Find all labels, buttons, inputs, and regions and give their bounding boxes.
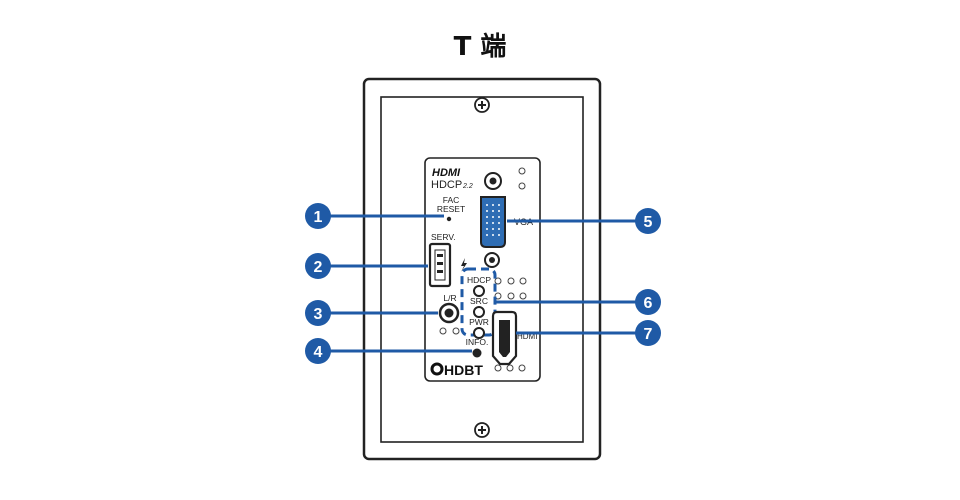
fac-reset-label: FAC <box>443 195 460 205</box>
callout-badge-4: 4 <box>305 338 331 364</box>
hdbaset-logo: HDBT <box>430 362 483 378</box>
svg-text:4: 4 <box>314 344 323 361</box>
callout-badge-6: 6 <box>635 289 661 315</box>
fac-reset-button[interactable] <box>446 216 452 222</box>
screw-bottom-icon <box>474 422 490 438</box>
hdcp-version: 2.2 <box>462 183 473 190</box>
fac-reset-label: RESET <box>437 204 465 214</box>
hdcp-logo: HDCP <box>431 179 462 191</box>
lr-label: L/R <box>443 293 456 303</box>
vent-holes <box>439 277 527 372</box>
svg-text:HDBT: HDBT <box>444 362 483 378</box>
info-label: INFO. <box>466 337 489 347</box>
callout-badge-7: 7 <box>635 320 661 346</box>
callout-badge-1: 1 <box>305 203 331 229</box>
svg-text:6: 6 <box>644 295 653 312</box>
panel-hole <box>518 182 526 190</box>
hdmi-port-label: HDMI <box>517 332 537 341</box>
svg-text:5: 5 <box>644 214 653 231</box>
pwr-led-label: PWR <box>469 317 489 327</box>
page-title: T 端 <box>453 32 507 62</box>
svg-text:7: 7 <box>644 326 653 343</box>
ir-jack-top-icon <box>484 172 502 190</box>
wall-plate-inner <box>380 96 584 443</box>
svg-text:3: 3 <box>314 306 323 323</box>
power-bolt-icon <box>461 258 467 272</box>
callout-badge-5: 5 <box>635 208 661 234</box>
serv-label: SERV. <box>431 232 456 242</box>
screw-top-icon <box>474 97 490 113</box>
hdmi-port[interactable] <box>491 310 518 366</box>
callout-badge-3: 3 <box>305 300 331 326</box>
callout-badge-2: 2 <box>305 253 331 279</box>
info-port[interactable] <box>472 348 482 358</box>
svg-text:1: 1 <box>314 209 323 226</box>
status-led-group <box>460 267 497 337</box>
pwr-led <box>473 327 485 339</box>
src-led <box>473 306 485 318</box>
service-usb-port[interactable] <box>428 242 452 288</box>
ir-jack-bottom-icon <box>484 252 500 268</box>
audio-lr-jack[interactable] <box>438 302 460 324</box>
hdcp-led-label: HDCP <box>467 275 491 285</box>
panel-hole <box>518 167 526 175</box>
svg-text:2: 2 <box>314 259 323 276</box>
hdcp-led <box>473 285 485 297</box>
vga-port[interactable] <box>480 196 506 248</box>
hdmi-logo: HDMI <box>432 167 461 179</box>
src-led-label: SRC <box>470 296 488 306</box>
